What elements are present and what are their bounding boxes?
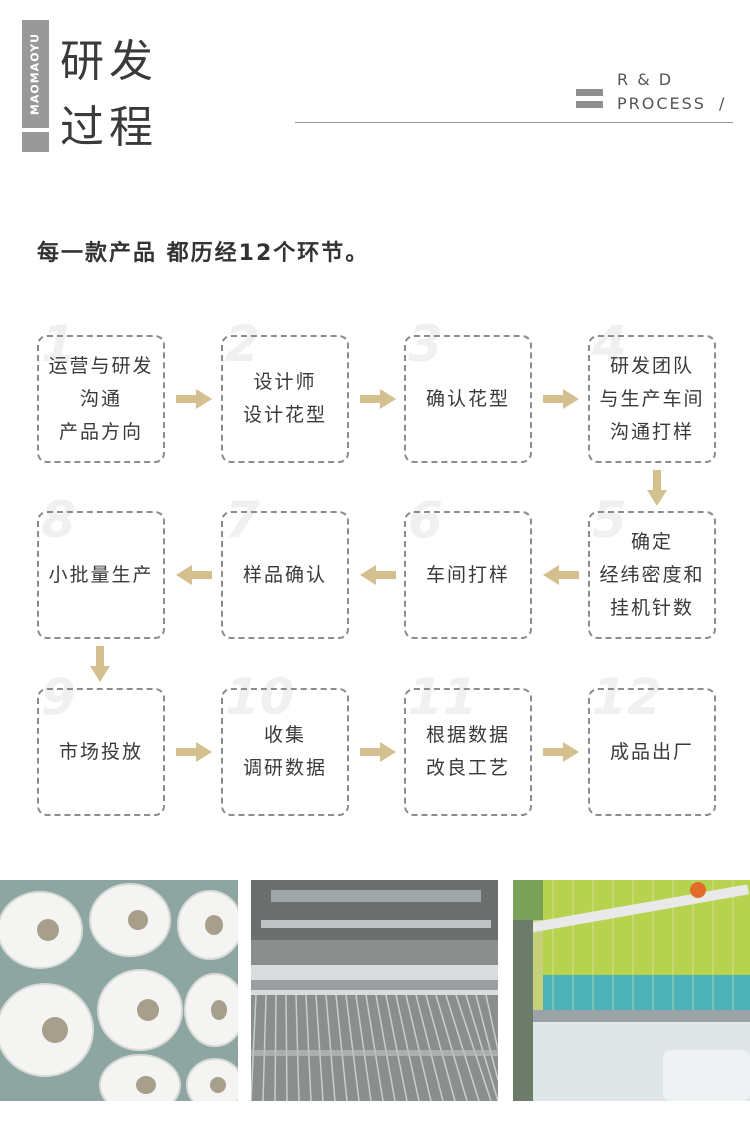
step-label: 设计师	[253, 371, 317, 393]
step-box: 收集调研数据	[221, 688, 349, 816]
step-box: 确定经纬密度和挂机针数	[588, 511, 716, 639]
step-box: 研发团队与生产车间沟通打样	[588, 335, 716, 463]
step-number: 10	[225, 668, 295, 726]
arrow-icon	[360, 742, 396, 762]
step-label: 小批量生产	[48, 563, 154, 586]
step-box: 根据数据改良工艺	[404, 688, 532, 816]
page-title-line2: 过程	[60, 102, 158, 153]
step-label: 改良工艺	[425, 757, 510, 779]
step-label: 产品方向	[58, 420, 143, 443]
step-box: 成品出厂	[588, 688, 716, 816]
brand-block	[22, 132, 49, 152]
step-box: 车间打样	[404, 511, 532, 639]
loom-threads-photo	[251, 880, 498, 1101]
step-number: 11	[408, 668, 478, 726]
step-label: 与生产车间	[599, 387, 705, 410]
rd-label: R & D	[617, 70, 674, 89]
step-label: 成品出厂	[609, 740, 694, 763]
step-label: 市场投放	[58, 740, 143, 763]
double-bar-icon-lower	[576, 101, 603, 108]
process-label: PROCESS	[617, 94, 706, 113]
arrow-icon	[176, 565, 212, 585]
arrow-icon	[90, 646, 110, 682]
step-box: 市场投放	[37, 688, 165, 816]
arrow-icon	[360, 389, 396, 409]
step-box: 样品确认	[221, 511, 349, 639]
step-label: 样品确认	[242, 563, 327, 586]
arrow-icon	[360, 565, 396, 585]
step-label: 经纬密度和	[599, 563, 705, 586]
step-label: 沟通	[79, 387, 122, 410]
double-bar-icon	[576, 89, 603, 96]
arrow-icon	[543, 565, 579, 585]
step-label: 车间打样	[425, 563, 510, 586]
step-label: 沟通打样	[609, 420, 694, 443]
step-box: 确认花型	[404, 335, 532, 463]
page-title-line1: 研发	[60, 36, 158, 87]
yarn-spools-photo	[0, 880, 238, 1101]
step-label: 根据数据	[425, 724, 510, 746]
step-label: 研发团队	[609, 354, 694, 377]
step-label: 调研数据	[242, 757, 327, 779]
step-label: 确定	[630, 530, 673, 553]
step-label: 确认花型	[425, 387, 510, 410]
step-label: 收集	[263, 724, 306, 746]
step-box: 运营与研发沟通产品方向	[37, 335, 165, 463]
arrow-icon	[543, 389, 579, 409]
slash-mark: /	[719, 94, 725, 113]
arrow-icon	[647, 470, 667, 506]
step-number: 12	[592, 668, 662, 726]
brand-vertical-text: MAOMAOYU	[28, 32, 42, 116]
step-box: 小批量生产	[37, 511, 165, 639]
arrow-icon	[543, 742, 579, 762]
jacquard-loom-photo	[513, 880, 750, 1101]
step-label: 设计花型	[242, 404, 327, 426]
arrow-icon	[176, 742, 212, 762]
brand-vertical-bar	[22, 20, 49, 128]
process-subtitle: 每一款产品 都历经12个环节。	[37, 241, 370, 266]
step-box: 设计师设计花型	[221, 335, 349, 463]
step-label: 挂机针数	[609, 596, 694, 619]
step-label: 运营与研发	[48, 354, 154, 377]
arrow-icon	[176, 389, 212, 409]
header-divider	[295, 122, 733, 123]
